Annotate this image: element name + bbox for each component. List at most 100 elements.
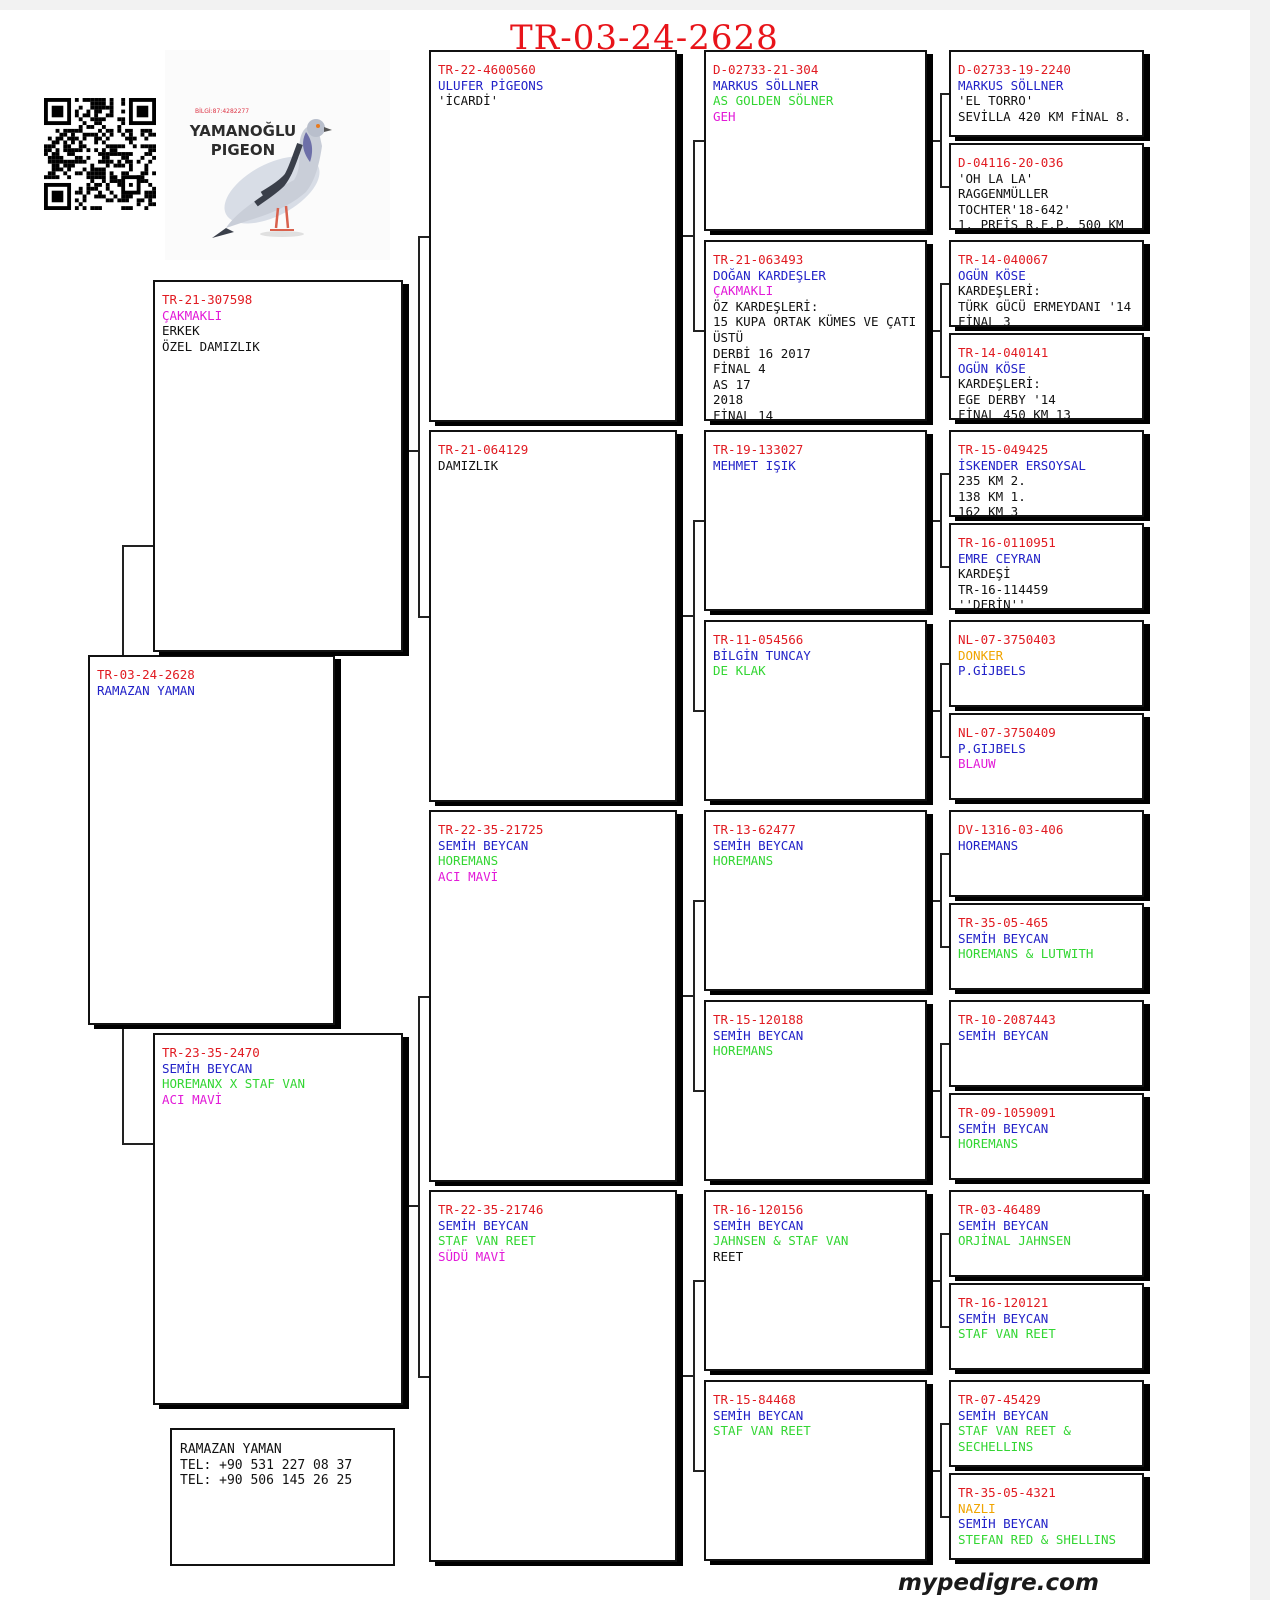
connector-line [693, 140, 704, 142]
card-line: İSKENDER ERSOYSAL [958, 457, 1086, 473]
card-line: SEMİH BEYCAN [438, 837, 529, 853]
ring-number: TR-15-84468 [713, 1392, 796, 1407]
ring-number: TR-16-0110951 [958, 535, 1056, 550]
ring-number: TR-16-120121 [958, 1295, 1049, 1310]
ring-number: D-02733-21-304 [713, 62, 819, 77]
card-line: P.GİJBELS [958, 663, 1026, 679]
ring-number: TR-10-2087443 [958, 1012, 1056, 1027]
card-line: ERKEK [162, 323, 200, 339]
card-line: 2018 [713, 392, 744, 408]
card-line: P.GIJBELS [958, 740, 1026, 756]
card-line: KARDEŞLERİ: [958, 283, 1041, 299]
connector-line [940, 473, 942, 566]
connector-line [940, 473, 949, 475]
card-line: HOREMANS [438, 853, 499, 869]
connector-line [693, 1280, 695, 1470]
card-line: ''DERİN'' [958, 597, 1026, 610]
contact-phone-1: TEL: +90 531 227 08 37 [180, 1457, 353, 1473]
connector-line [677, 615, 693, 617]
ring-number: TR-03-24-2628 [97, 667, 195, 682]
card-line: FİNAL 14 [713, 407, 774, 421]
connector-line [940, 283, 942, 376]
ring-number: TR-13-62477 [713, 822, 796, 837]
ring-number: TR-19-133027 [713, 442, 804, 457]
connector-line [693, 900, 695, 1090]
ring-number: TR-14-040141 [958, 345, 1049, 360]
card-line: DE KLAK [713, 663, 766, 679]
logo-name: YAMANOĞLU PIGEON [183, 122, 303, 160]
site-link[interactable]: mypedigre.com [898, 1570, 1099, 1596]
connector-line [693, 1470, 704, 1472]
connector-line [940, 376, 949, 378]
contact-phone-2: TEL: +90 506 145 26 25 [180, 1473, 353, 1489]
connector-line [693, 520, 704, 522]
connector-line [122, 545, 153, 547]
card-line: SEMİH BEYCAN [958, 1516, 1049, 1532]
connector-line [677, 235, 693, 237]
connector-line [927, 140, 940, 142]
card-line: TOCHTER'18-642' [958, 201, 1071, 217]
card-line: DONKER [958, 647, 1004, 663]
card-line: STAF VAN REET & [958, 1423, 1071, 1439]
ring-number: TR-22-35-21725 [438, 822, 544, 837]
logo-name-line1: YAMANOĞLU [189, 122, 297, 140]
card-line: SEMİH BEYCAN [438, 1217, 529, 1233]
ring-number: TR-14-040067 [958, 252, 1049, 267]
ring-number: TR-35-05-465 [958, 915, 1049, 930]
ring-number: TR-21-064129 [438, 442, 529, 457]
connector-line [677, 1375, 693, 1377]
card-line: ACI MAVİ [162, 1091, 223, 1107]
card-line: SEMİH BEYCAN [958, 1120, 1049, 1136]
yamanoglu-logo: BİLGİ:87:4282277 YAMANOĞLU PIGEON [165, 50, 390, 260]
connector-line [927, 520, 940, 522]
ring-number: DV-1316-03-406 [958, 822, 1064, 837]
connector-line [693, 1280, 704, 1282]
card-line: SEMİH BEYCAN [713, 837, 804, 853]
ring-number: NL-07-3750403 [958, 632, 1056, 647]
card-line: 138 KM 1. [958, 488, 1026, 504]
connector-line [940, 186, 949, 188]
card-line: SÜDÜ MAVİ [438, 1248, 506, 1264]
card-line: 15 KUPA ORTAK KÜMES VE ÇATI ÜSTÜ [713, 314, 924, 345]
ring-number: TR-03-46489 [958, 1202, 1041, 1217]
ring-number: TR-22-4600560 [438, 62, 536, 77]
connector-line [940, 1043, 949, 1045]
card-line: SEMİH BEYCAN [958, 1310, 1049, 1326]
connector-line [677, 995, 693, 997]
qr-code-icon [44, 98, 156, 210]
connector-line [940, 1516, 949, 1518]
card-line: DAMIZLIK [438, 457, 499, 473]
card-line: RAGGENMÜLLER [958, 186, 1049, 202]
